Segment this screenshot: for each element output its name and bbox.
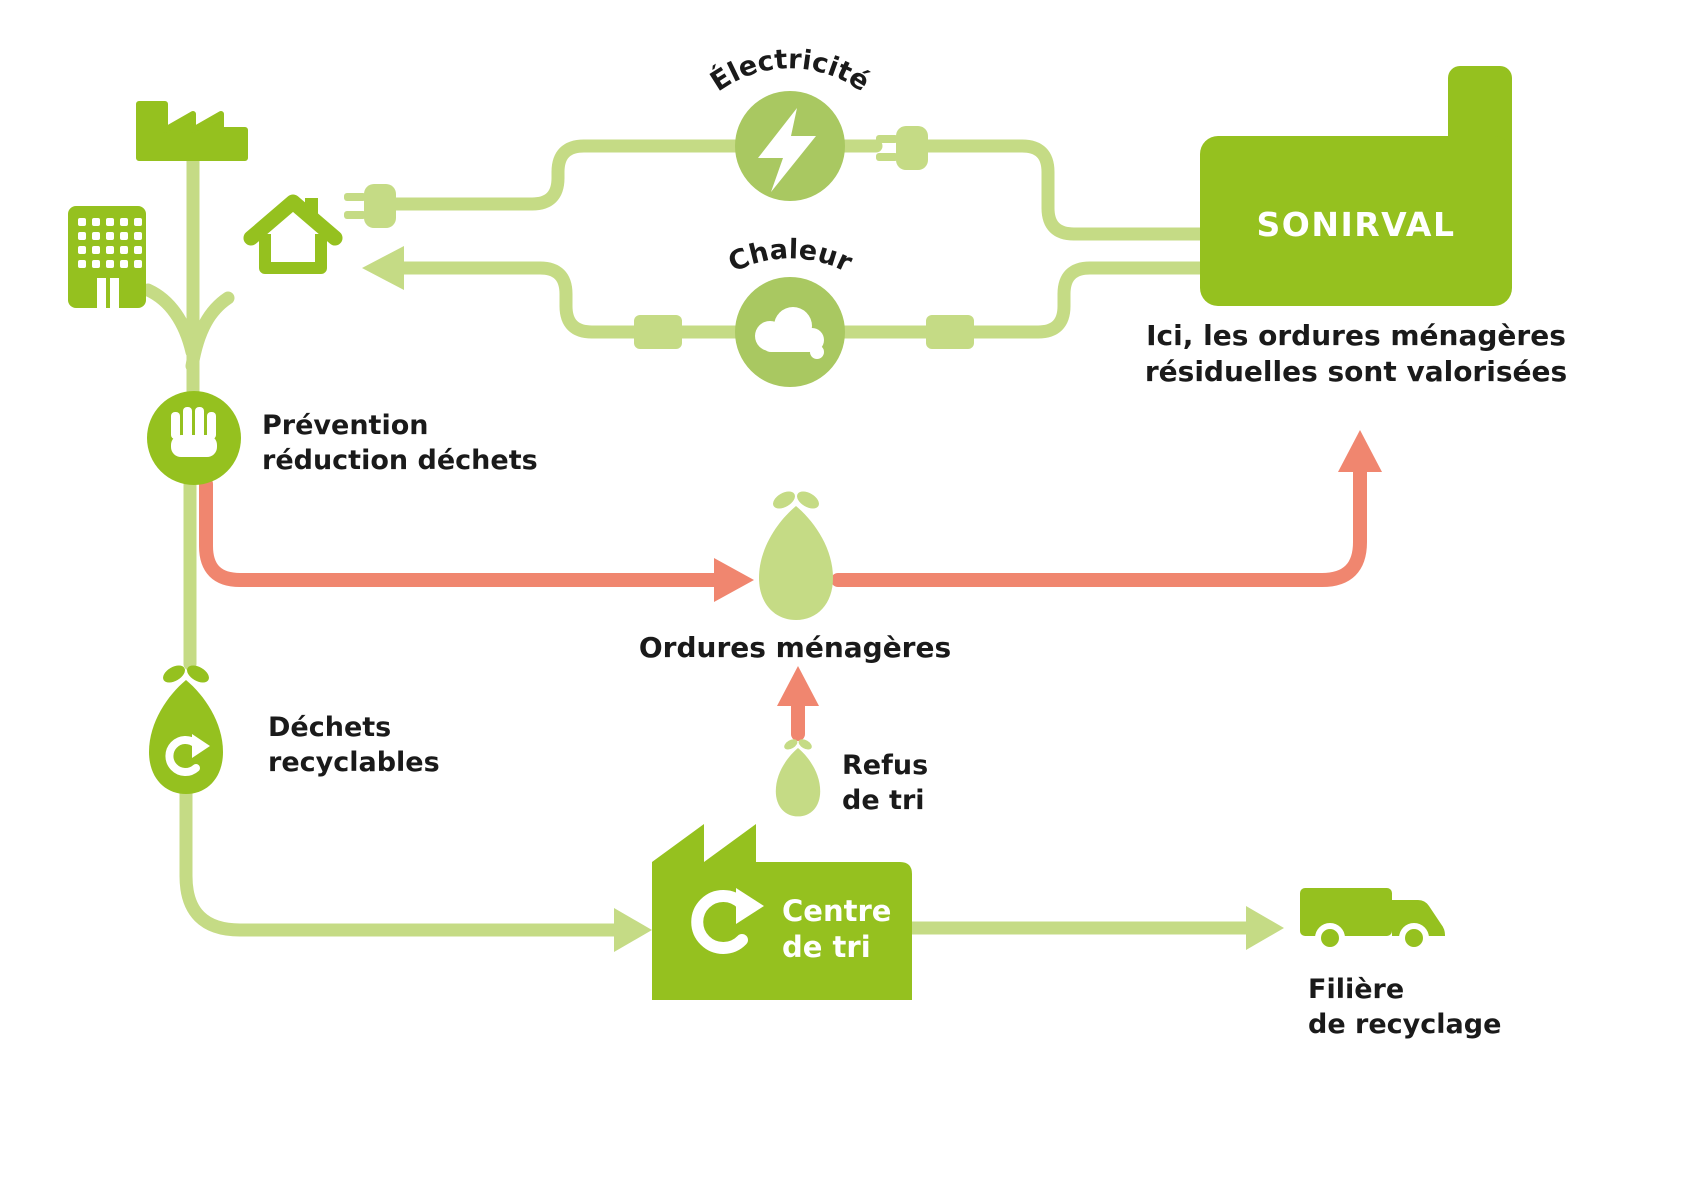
recycle-icon — [165, 734, 210, 776]
recycle-icon-large — [691, 888, 764, 954]
sonirval-arrowhead — [1338, 430, 1382, 472]
heat-pipe-connector-right — [926, 315, 974, 349]
sonirval-node — [1200, 66, 1512, 306]
lightning-icon — [758, 108, 816, 192]
building-icon — [68, 206, 146, 308]
truck-icon — [1300, 888, 1445, 953]
prevention-to-ordures-line — [199, 477, 721, 587]
electricity-label: Électricité — [704, 44, 875, 98]
heat-label: Chaleur — [724, 234, 857, 279]
heat-node — [735, 277, 845, 387]
building-branch-line — [141, 283, 199, 359]
house-icon — [243, 194, 343, 274]
plug-icon-right — [876, 126, 928, 170]
refus-arrowhead — [777, 666, 819, 706]
house-branch-line — [185, 291, 235, 373]
ordures-label: Ordures ménagères — [638, 631, 952, 664]
filiere-label: Filière de recyclage — [1308, 974, 1502, 1041]
heat-line-right — [838, 261, 1207, 339]
sonirval-title: SONIRVAL — [1256, 205, 1456, 244]
electricity-line-left — [389, 139, 742, 211]
ordures-arrowhead — [714, 558, 754, 602]
ordures-bag-icon — [759, 487, 833, 620]
electricity-node — [735, 91, 845, 201]
hand-icon — [171, 407, 217, 457]
factory-icon — [136, 101, 248, 161]
heat-line-left — [397, 261, 742, 339]
prevention-node — [147, 391, 241, 485]
heat-pipe-connector-left — [634, 315, 682, 349]
cloud-icon — [755, 307, 824, 359]
prevention-label: Prévention réduction déchets — [262, 410, 538, 477]
recyclables-label: Déchets recyclables — [268, 712, 440, 779]
sonirval-caption: Ici, les ordures ménagères résiduelles s… — [1144, 319, 1568, 389]
sorting-arrowhead — [614, 908, 652, 952]
heat-arrowhead — [362, 246, 404, 290]
ordures-to-sonirval-line — [831, 465, 1367, 587]
sorting-center-label: Centre de tri — [782, 894, 892, 965]
electricity-line-right — [921, 139, 1207, 241]
truck-arrowhead — [1246, 906, 1284, 950]
refus-label: Refus de tri — [842, 750, 929, 817]
refus-bag-icon — [775, 737, 821, 817]
sorting-center-node — [652, 824, 912, 1000]
recyclables-to-sorting-line — [179, 787, 621, 937]
plug-icon-left — [344, 184, 396, 228]
